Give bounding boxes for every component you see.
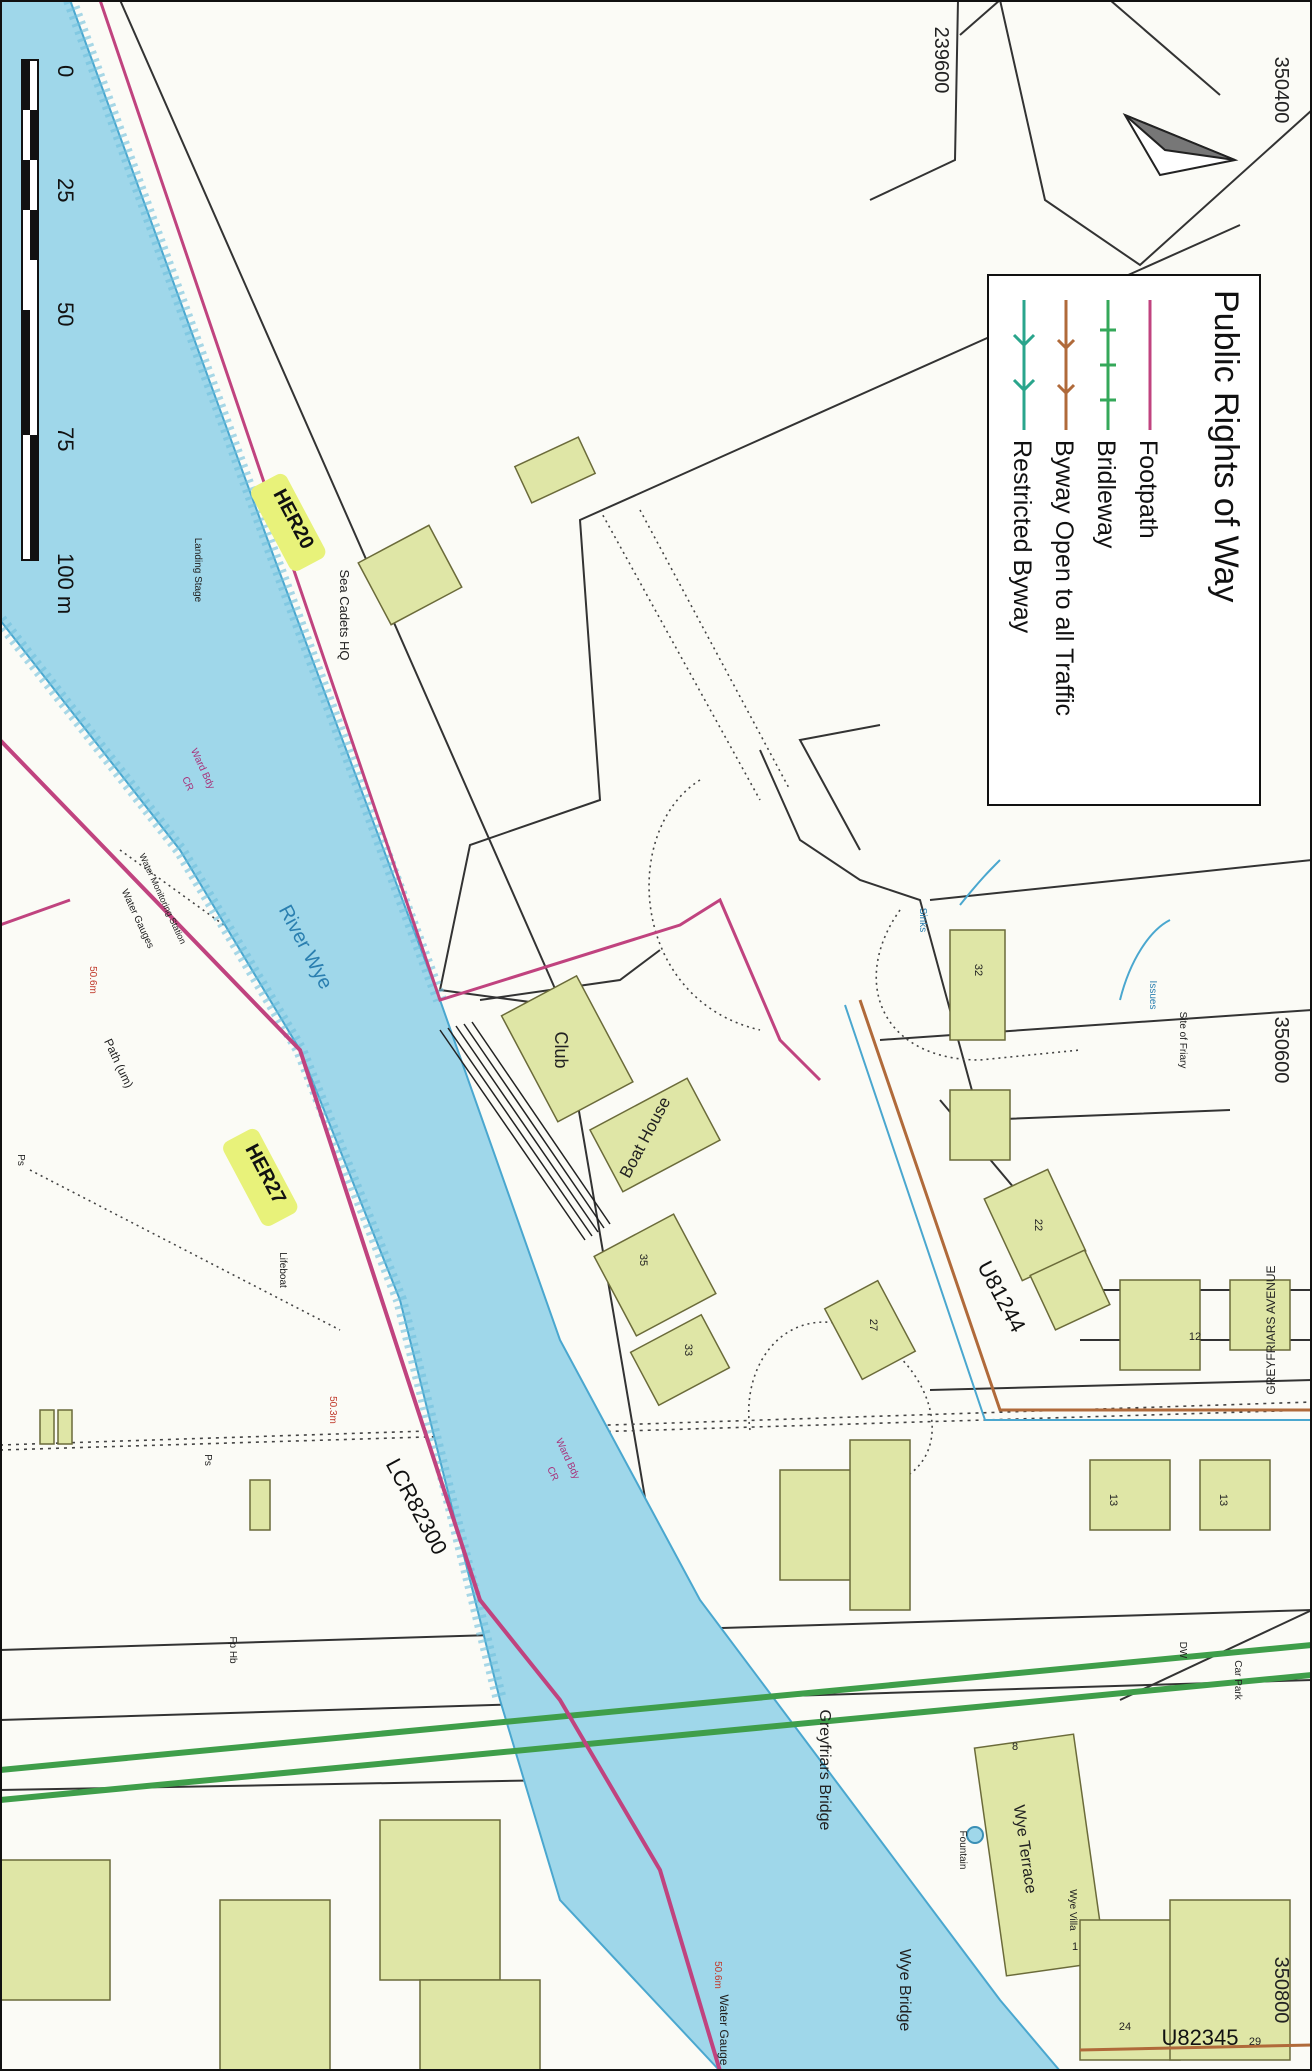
slipway [439, 1021, 611, 1241]
house-number: 35 [637, 1254, 649, 1266]
scale-tick-25: 25 [53, 178, 78, 202]
label-ps-2: Ps [202, 1454, 213, 1466]
buildings [0, 436, 1291, 2071]
scale-bar-labels: 0 25 50 75 100 m [53, 65, 78, 614]
legend-box [987, 274, 1261, 806]
building [949, 1089, 1011, 1161]
sea-cadets-building [357, 524, 463, 626]
house-number: 13 [1107, 1494, 1119, 1506]
footpath-routes [0, 0, 822, 2071]
house-number: 33 [682, 1344, 694, 1356]
building-33 [629, 1313, 731, 1407]
legend-title: Public Rights of Way [1207, 290, 1245, 602]
north-arrow-icon [1122, 112, 1239, 177]
house-number: 13 [1217, 1494, 1229, 1506]
label-landing-stage: Landing Stage [192, 538, 203, 603]
legend-swatch-bridleway [1100, 300, 1116, 430]
legend-item-bridleway: Bridleway [1092, 440, 1120, 549]
house-number: 12 [1189, 1331, 1201, 1343]
label-greyfriars-avenue: GREYFRIARS AVENUE [1264, 1265, 1278, 1394]
building [0, 1859, 111, 2001]
house-number: 1 [1072, 1941, 1078, 1953]
byway-routes [858, 999, 1312, 2052]
label-spot-height-1: 50.6m [87, 966, 98, 994]
label-wye-villa: Wye Villa [1067, 1889, 1078, 1931]
building [219, 1899, 331, 2071]
building-29 [1169, 1899, 1291, 2061]
label-greyfriars-bridge: Greyfriars Bridge [816, 1710, 833, 1831]
building-12 [1119, 1279, 1201, 1371]
building [379, 1819, 501, 1981]
scale-tick-100: 100 m [53, 553, 78, 614]
building-13a [1089, 1459, 1171, 1531]
label-club: Club [551, 1031, 571, 1068]
building [39, 1409, 55, 1445]
building [249, 1479, 271, 1531]
label-fp-hb: Fp Hb [227, 1636, 238, 1664]
label-car-park: Car Park [1232, 1660, 1243, 1700]
label-site-friary: Site of Friary [1177, 1012, 1188, 1069]
label-spot-height-2: 50.3m [327, 1396, 338, 1424]
house-number: 8 [1012, 1741, 1018, 1753]
boat-house-building [588, 1077, 722, 1193]
scale-tick-0: 0 [53, 65, 78, 77]
house-number: 24 [1119, 2021, 1131, 2033]
building-27 [823, 1279, 917, 1381]
label-wye-bridge: Wye Bridge [896, 1949, 913, 2032]
legend-swatch-restricted-byway [1012, 300, 1036, 430]
label-ps-1: Ps [15, 1154, 26, 1166]
legend-swatch-byway [1056, 300, 1076, 430]
legend-item-byway: Byway Open to all Traffic [1050, 440, 1078, 716]
scale-bar [21, 59, 39, 561]
label-spot-height-3: 50.6m [712, 1961, 723, 1989]
building [1229, 1279, 1291, 1351]
label-issues: Issues [1147, 981, 1158, 1010]
grid-easting-label-1: 350400 [1270, 57, 1292, 124]
house-number: 29 [1249, 2036, 1261, 2048]
wye-terrace-buildings [973, 1733, 1107, 1977]
house-number: 22 [1032, 1219, 1044, 1231]
river-bank-south [0, 615, 507, 1702]
house-number: 32 [972, 964, 984, 976]
label-water-gauge: Water Gauge [717, 1995, 731, 2066]
club-building [500, 974, 634, 1123]
fountain-marker [966, 1826, 984, 1844]
building [513, 436, 597, 504]
route-u82345: U82345 [1161, 2025, 1238, 2050]
building [419, 1979, 541, 2071]
label-sinks: Sinks [917, 908, 928, 932]
building-13b [1199, 1459, 1271, 1531]
restricted-byway-routes [844, 859, 1312, 1421]
legend: Public Rights of Way Footpath Bridleway … [987, 274, 1261, 806]
scale-tick-75: 75 [53, 427, 78, 451]
legend-item-restricted-byway: Restricted Byway [1008, 440, 1036, 634]
house-numbers: 32 22 12 35 33 27 13 13 24 29 8 1 [637, 964, 1261, 2048]
label-lifeboat: Lifeboat [277, 1252, 288, 1288]
scale-tick-50: 50 [53, 302, 78, 326]
label-fountain: Fountain [957, 1831, 968, 1870]
building-24 [1079, 1919, 1181, 2061]
house-number: 27 [867, 1319, 879, 1331]
grid-easting-label-3: 350800 [1270, 1957, 1292, 2024]
label-dw: DW [1177, 1642, 1188, 1659]
route-highlights [223, 473, 326, 1226]
legend-item-footpath: Footpath [1134, 440, 1162, 539]
grid-easting-label-2: 350600 [1270, 1017, 1292, 1084]
grid-northing-label: 239600 [930, 27, 952, 94]
label-sea-cadets: Sea Cadets HQ [337, 569, 352, 660]
building-35 [593, 1213, 717, 1337]
building [1029, 1249, 1111, 1331]
building-32 [949, 929, 1006, 1041]
building [57, 1409, 73, 1445]
building [849, 1439, 911, 1611]
green-road-lines [0, 1642, 1312, 1803]
